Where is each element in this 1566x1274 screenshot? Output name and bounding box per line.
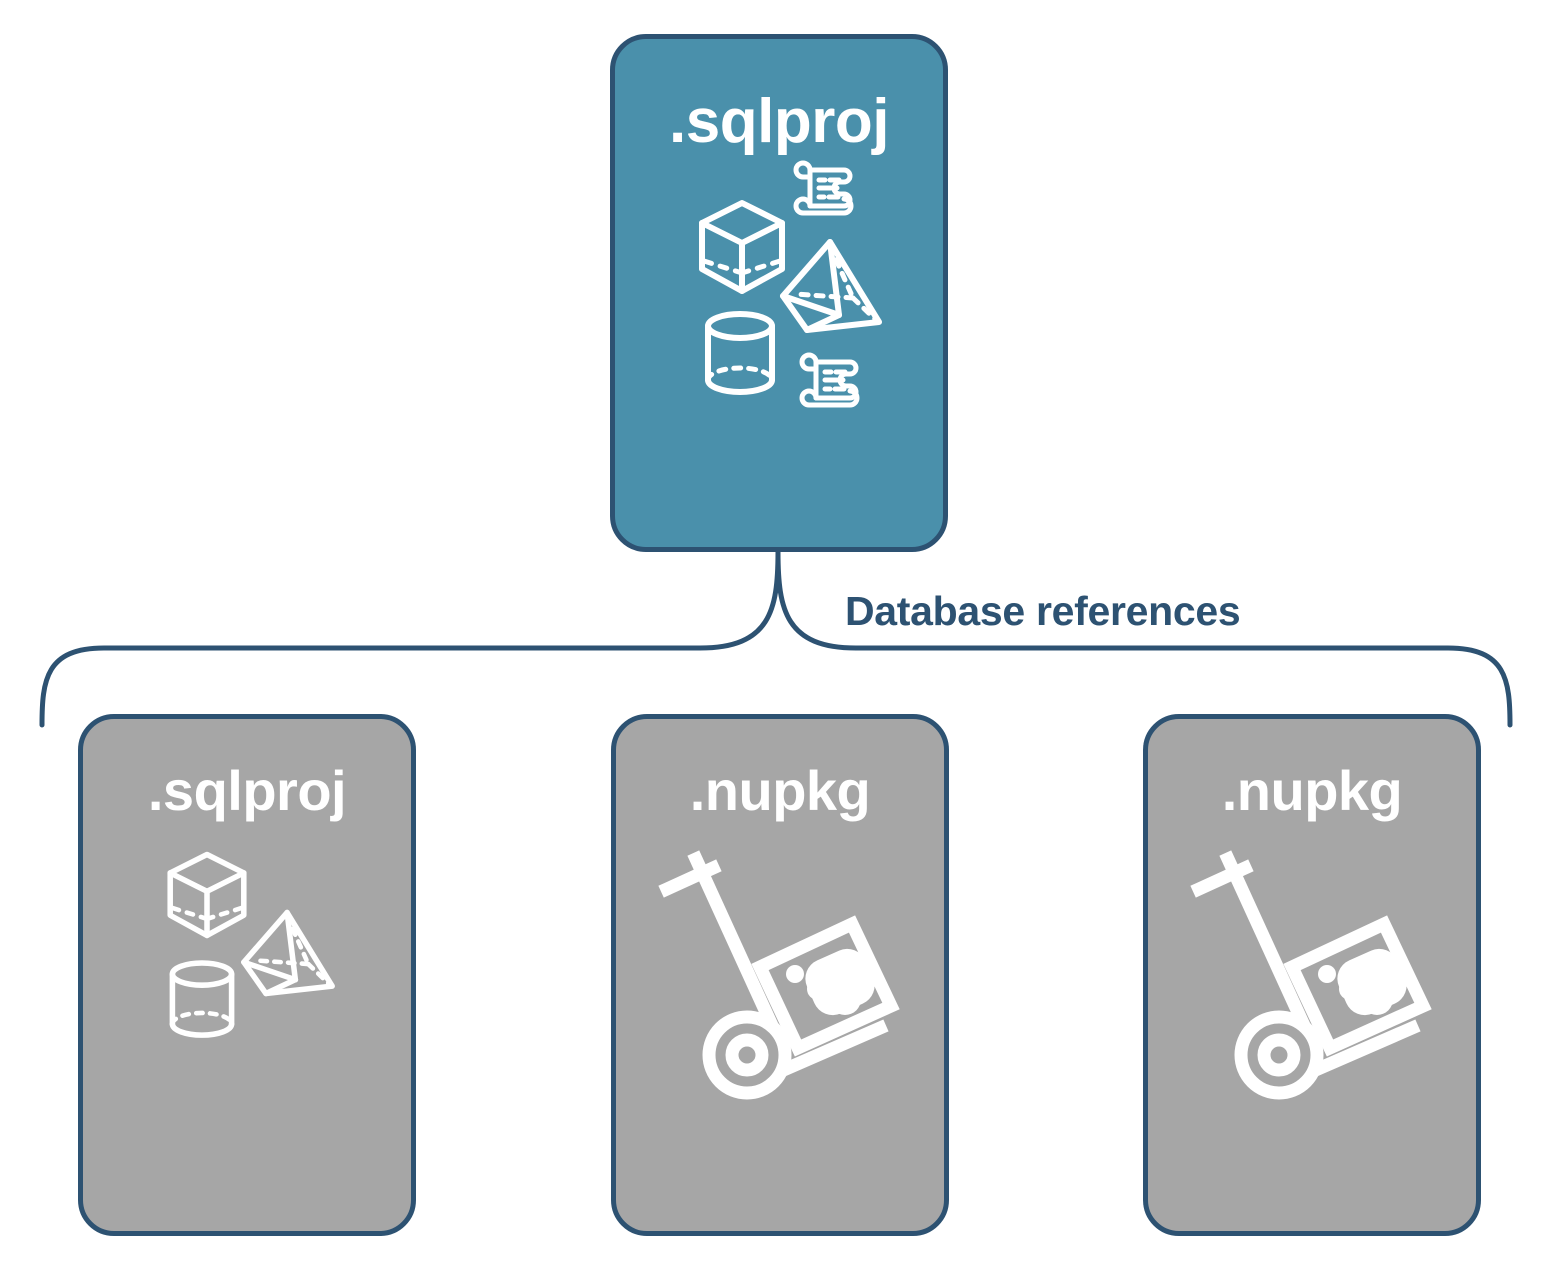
node-sqlproj-reference[interactable]: .sqlproj [78,714,416,1236]
node-nupkg-reference-1-icon-group [616,819,944,1231]
node-sqlproj-main-label: .sqlproj [669,87,889,156]
node-nupkg-reference-1-label: .nupkg [689,759,871,822]
connector-caption-label: Database references [845,588,1241,634]
node-nupkg-reference-1[interactable]: .nupkg [611,714,949,1236]
package-dolly-icon [1190,850,1432,1100]
cube-icon [167,851,247,939]
node-sqlproj-main[interactable]: .sqlproj [610,34,948,552]
scroll-icon [793,160,854,216]
node-sqlproj-reference-icon-group [83,819,411,1231]
pyramid-icon [241,909,335,997]
node-nupkg-reference-2[interactable]: .nupkg [1143,714,1481,1236]
cube-icon [699,200,785,294]
node-sqlproj-main-icon-group [615,153,943,547]
scroll-icon [799,352,860,408]
cylinder-icon [169,960,235,1038]
package-dolly-icon [658,850,900,1100]
node-sqlproj-reference-label: .sqlproj [147,759,347,822]
cylinder-icon [705,311,775,395]
node-nupkg-reference-2-label: .nupkg [1221,759,1403,822]
pyramid-icon [780,239,882,333]
node-nupkg-reference-2-icon-group [1148,819,1476,1231]
